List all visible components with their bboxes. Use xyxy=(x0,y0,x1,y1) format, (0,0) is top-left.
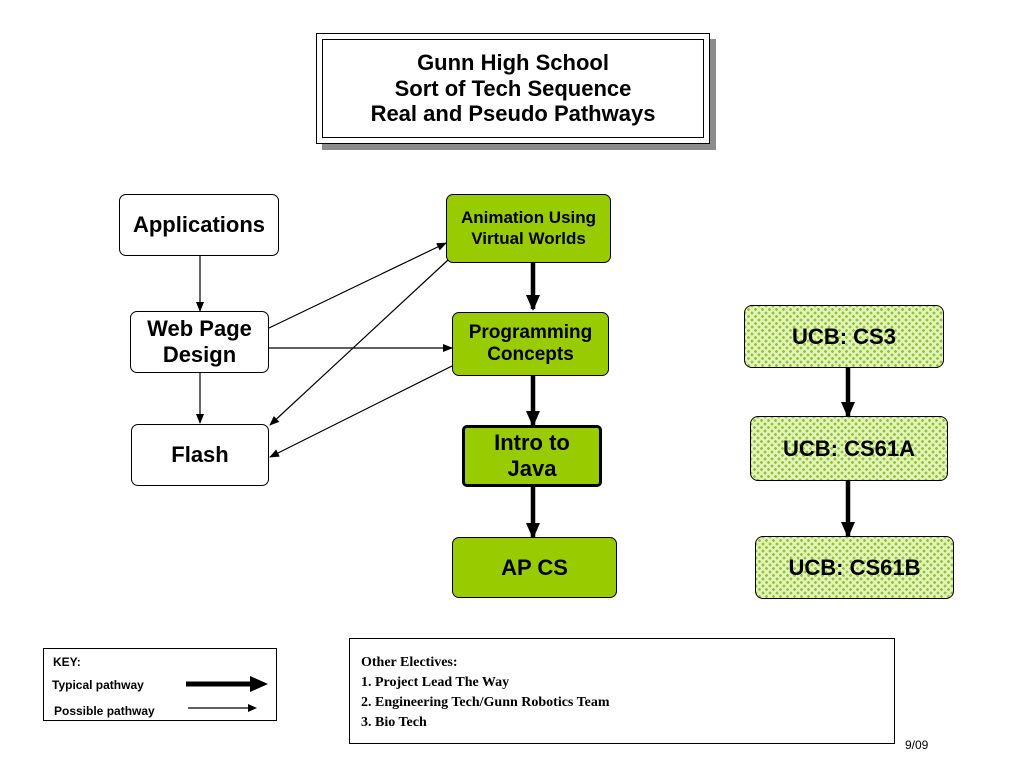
node-ucb-cs3-label: UCB: CS3 xyxy=(792,323,896,349)
legend-typical-arrow xyxy=(186,676,268,692)
elective-item: 1. Project Lead The Way xyxy=(361,675,510,690)
node-applications: Applications xyxy=(119,194,279,256)
legend-possible-label: Possible pathway xyxy=(54,704,155,718)
node-intro-java-line-1: Intro to xyxy=(494,430,570,456)
node-web-page-design-line-1: Web Page xyxy=(147,316,252,342)
title-line-2: Sort of Tech Sequence xyxy=(394,75,632,101)
node-ucb-cs61b: UCB: CS61B xyxy=(755,536,954,599)
footer-date: 9/09 xyxy=(905,738,929,752)
arrow-animation-to-flash xyxy=(269,259,449,426)
node-ap-cs: AP CS xyxy=(452,537,617,598)
node-web-page-design-line-2: Design xyxy=(162,342,237,367)
legend-possible-arrow xyxy=(188,704,257,712)
title-text: Gunn High School Sort of Tech Sequence R… xyxy=(322,39,704,138)
node-animation-virtual-worlds: Animation Using Virtual Worlds xyxy=(446,194,611,263)
other-electives-box: Other Electives: 1. Project Lead The Way… xyxy=(349,638,895,744)
node-animation-line-1: Animation Using xyxy=(460,208,597,228)
node-intro-java-line-2: Java xyxy=(507,456,557,481)
node-ucb-cs3: UCB: CS3 xyxy=(744,305,944,368)
electives-heading: Other Electives: xyxy=(361,655,458,670)
title-box: Gunn High School Sort of Tech Sequence R… xyxy=(316,33,710,144)
elective-item: 3. Bio Tech xyxy=(361,715,427,730)
node-ucb-cs61a: UCB: CS61A xyxy=(750,416,948,481)
legend-heading: KEY: xyxy=(53,655,81,669)
node-programming-line-2: Concepts xyxy=(487,344,574,365)
node-ap-cs-label: AP CS xyxy=(501,554,568,580)
legend-key: KEY: Typical pathway Possible pathway xyxy=(43,648,277,721)
arrow-programming-to-flash xyxy=(269,364,455,458)
node-applications-label: Applications xyxy=(132,212,265,237)
node-intro-to-java: Intro to Java xyxy=(462,425,602,487)
node-web-page-design: Web Page Design xyxy=(130,311,269,373)
elective-item: 2. Engineering Tech/Gunn Robotics Team xyxy=(361,695,610,710)
node-programming-line-1: Programming xyxy=(468,321,593,343)
arrow-webpage-to-animation xyxy=(268,242,447,329)
node-ucb-cs61b-label: UCB: CS61B xyxy=(788,554,921,580)
node-ucb-cs61a-label: UCB: CS61A xyxy=(782,435,916,461)
node-programming-concepts: Programming Concepts xyxy=(452,312,609,376)
node-flash-label: Flash xyxy=(171,442,229,467)
title-line-3: Real and Pseudo Pathways xyxy=(370,101,656,127)
node-flash: Flash xyxy=(131,424,269,486)
title-line-1: Gunn High School xyxy=(417,49,609,75)
node-animation-line-2: Virtual Worlds xyxy=(471,228,586,248)
legend-typical-label: Typical pathway xyxy=(52,678,144,692)
